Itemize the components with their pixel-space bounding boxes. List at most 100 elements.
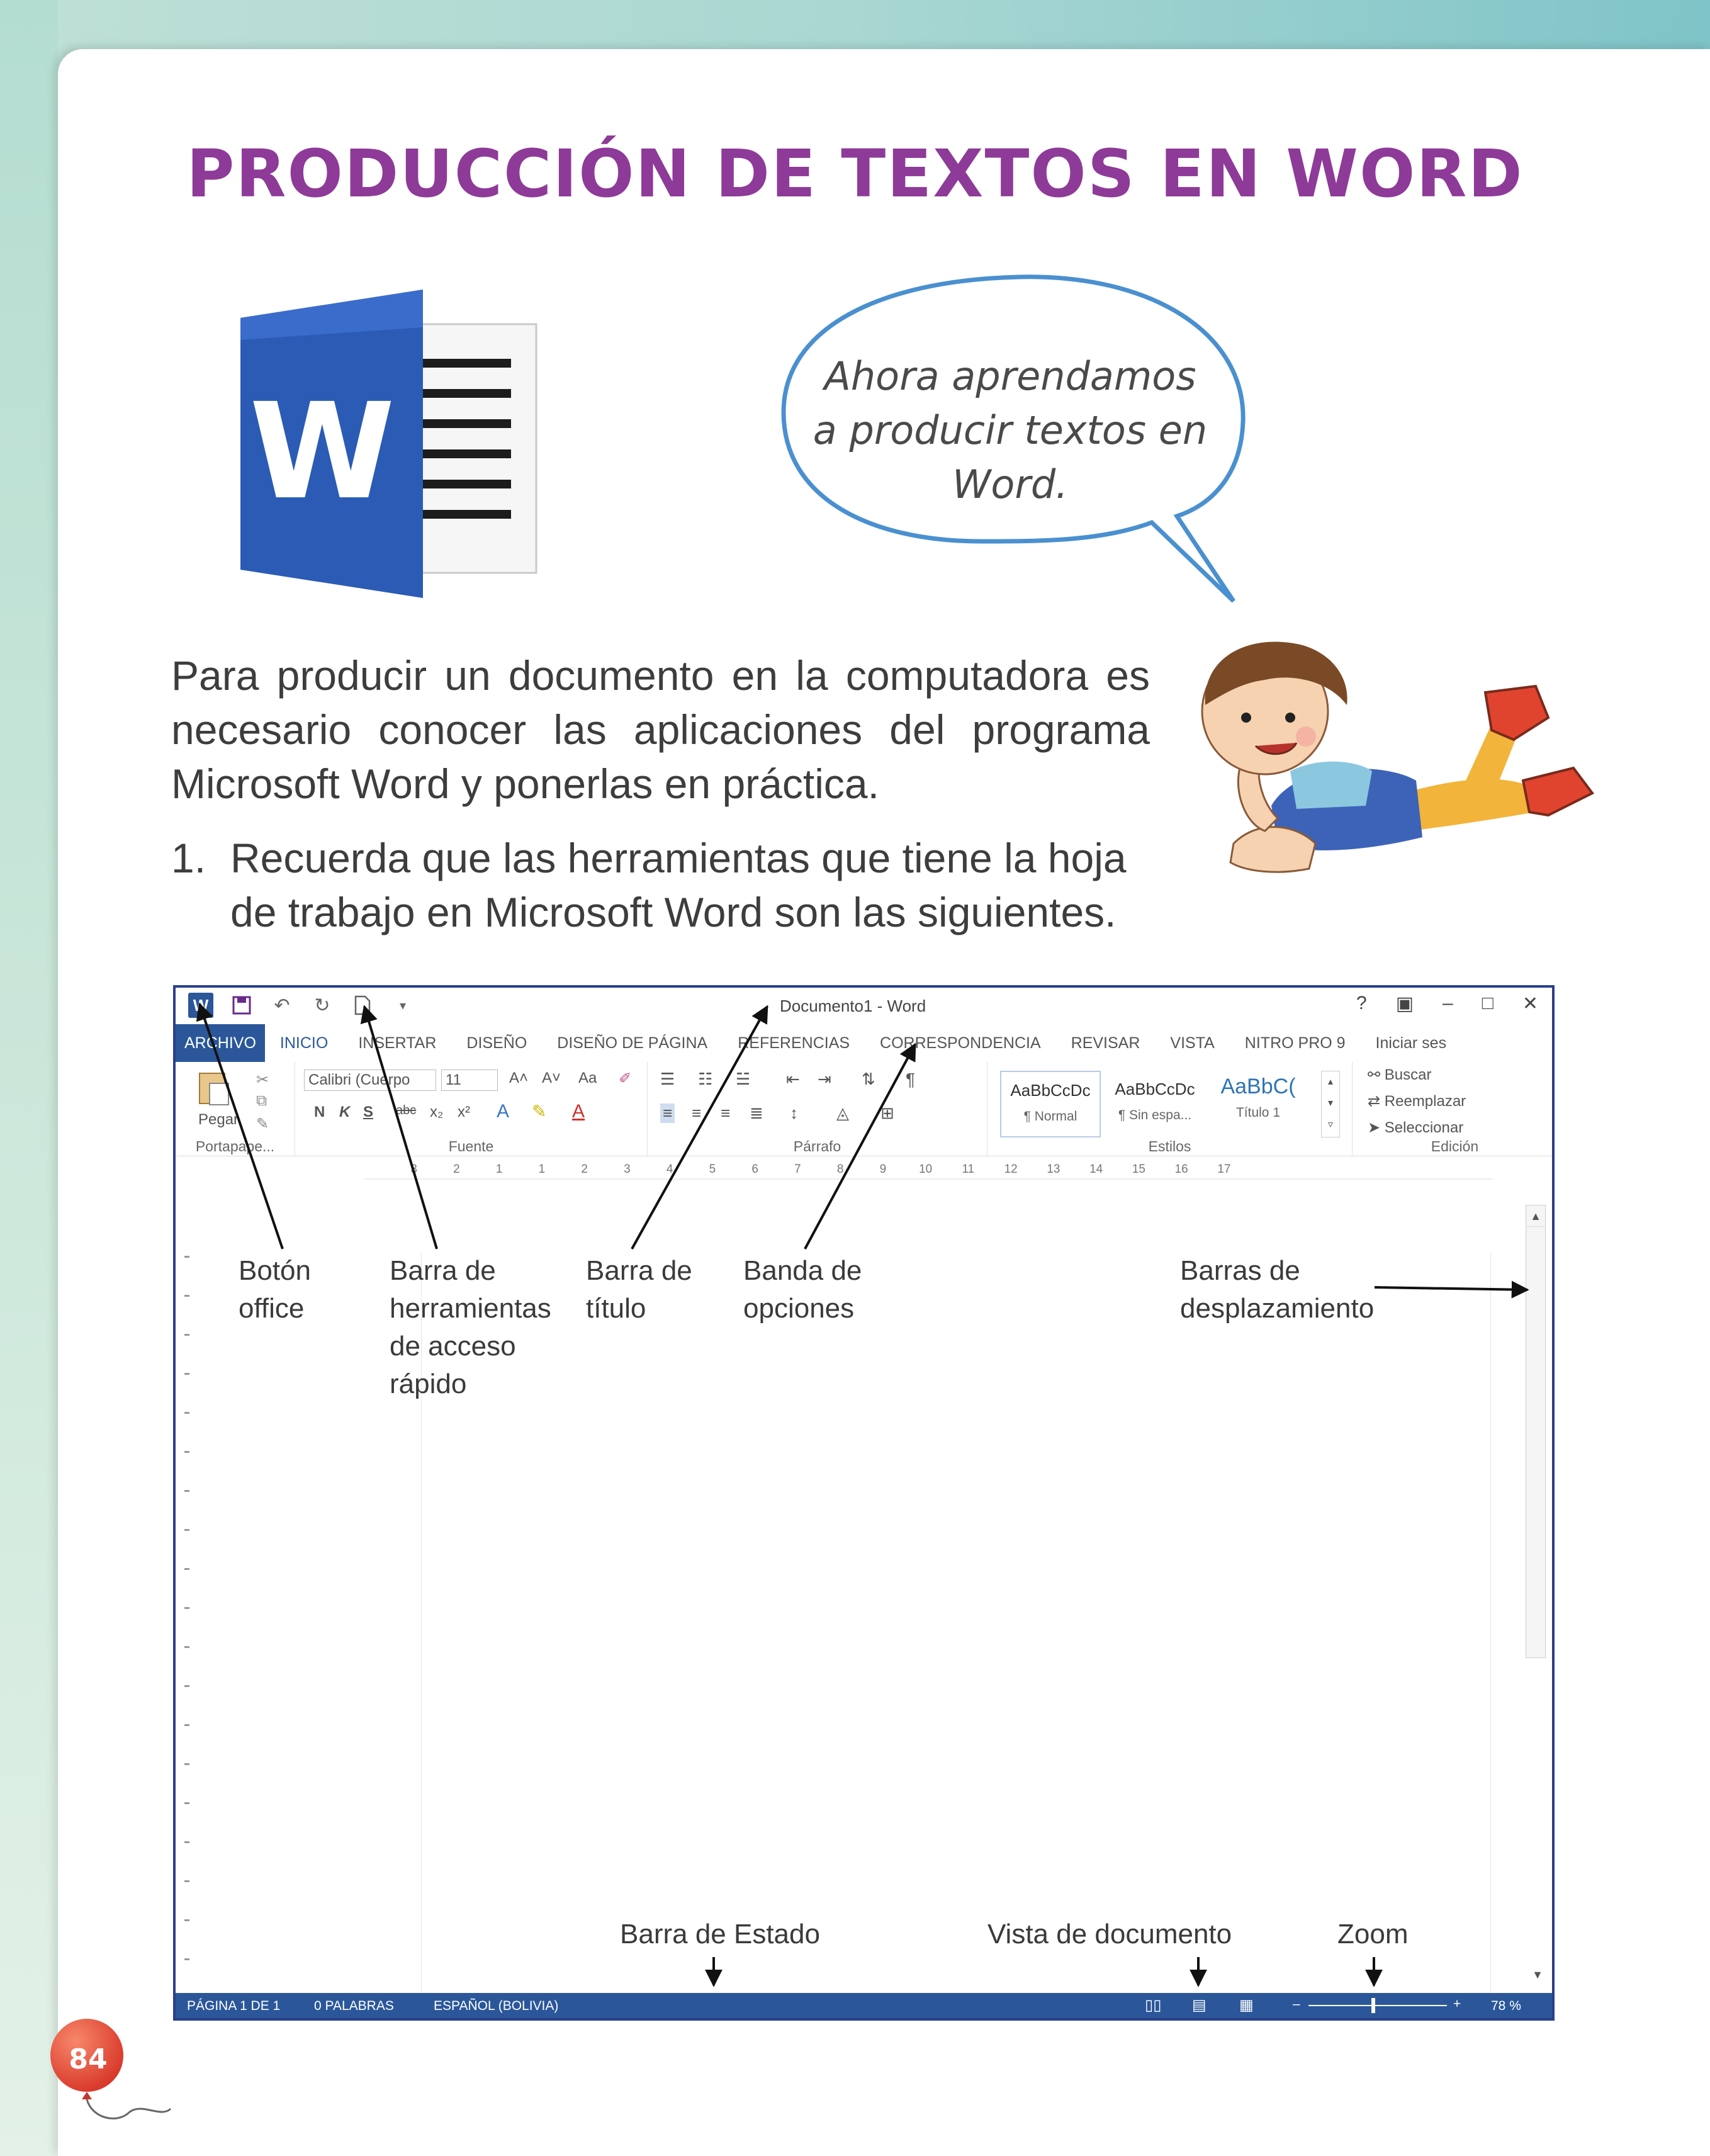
ruler-mark: 2 (453, 1163, 460, 1176)
zoom-out-button[interactable]: – (1293, 1997, 1300, 2011)
word-logo: W (240, 290, 537, 598)
numbering-icon[interactable]: ☷ (698, 1070, 713, 1088)
callout-line: Barra de (390, 1255, 496, 1286)
copy-icon[interactable]: ⧉ (256, 1092, 267, 1109)
strikethrough-button[interactable]: abc (396, 1103, 417, 1117)
vertical-scrollbar[interactable]: ▲ (1526, 1205, 1546, 1658)
change-case-button[interactable]: Aa (578, 1070, 597, 1086)
font-size-select[interactable]: 11 (441, 1070, 498, 1091)
text-effects-icon[interactable]: A (497, 1101, 510, 1122)
replace-button[interactable]: ⇄ Reemplazar (1368, 1092, 1466, 1110)
logo-letter: W (249, 375, 395, 529)
ruler-mark: 3 (624, 1163, 631, 1176)
multilevel-list-icon[interactable]: ☱ (736, 1070, 751, 1088)
maximize-button[interactable]: □ (1482, 993, 1493, 1013)
tab-archivo[interactable]: ARCHIVO (176, 1024, 265, 1062)
document-page[interactable] (421, 1252, 1491, 1995)
zoom-slider-thumb[interactable] (1371, 1998, 1375, 2013)
style-heading-1[interactable]: AaBbC( Título 1 (1208, 1071, 1308, 1137)
tab-revisar[interactable]: REVISAR (1071, 1034, 1140, 1052)
group-name-styles: Estilos (1148, 1138, 1191, 1154)
zoom-slider-track[interactable] (1308, 2005, 1447, 2006)
help-button[interactable]: ? (1356, 993, 1367, 1013)
increase-indent-icon[interactable]: ⇥ (818, 1070, 831, 1088)
style-no-spacing[interactable]: AaBbCcDc ¶ Sin espa... (1105, 1071, 1205, 1137)
status-words[interactable]: 0 PALABRAS (314, 1999, 394, 2013)
close-button[interactable]: ✕ (1522, 993, 1538, 1014)
style-preview: AaBbCcDc (1010, 1081, 1091, 1100)
status-language[interactable]: ESPAÑOL (BOLIVIA) (434, 1999, 559, 2013)
tab-diseno[interactable]: DISEÑO (466, 1034, 527, 1052)
tab-nitro[interactable]: NITRO PRO 9 (1244, 1034, 1346, 1052)
tab-vista[interactable]: VISTA (1170, 1034, 1215, 1052)
tab-insertar[interactable]: INSERTAR (358, 1034, 437, 1052)
font-color-icon[interactable]: A (572, 1101, 585, 1122)
read-mode-icon[interactable]: ▯▯ (1145, 1997, 1162, 2014)
tab-referencias[interactable]: REFERENCIAS (738, 1034, 850, 1052)
binoculars-icon: ⚯ (1368, 1066, 1385, 1083)
underline-button[interactable]: S (363, 1103, 374, 1120)
cut-icon[interactable]: ✂ (256, 1071, 269, 1088)
minimize-button[interactable]: – (1443, 993, 1453, 1013)
clear-format-icon[interactable]: ✐ (619, 1070, 632, 1087)
shrink-font-button[interactable]: A˅ (542, 1070, 561, 1086)
web-layout-icon[interactable]: ▦ (1239, 1997, 1254, 2014)
save-icon[interactable] (230, 993, 254, 1017)
find-button[interactable]: ⚯ Buscar (1368, 1066, 1431, 1084)
ruler-mark: 10 (919, 1163, 932, 1176)
callout-line: desplazamiento (1180, 1293, 1375, 1324)
align-center-icon[interactable]: ≡ (692, 1103, 702, 1122)
format-painter-icon[interactable]: ✎ (256, 1115, 269, 1132)
shading-icon[interactable]: ◬ (836, 1103, 849, 1122)
zoom-in-button[interactable]: + (1453, 1997, 1461, 2011)
group-paragraph: ☰ ☷ ☱ ⇤ ⇥ ⇅ ¶ ≡ ≡ ≡ ≣ ↕ ◬ ⊞ Párrafo (648, 1062, 987, 1156)
superscript-button[interactable]: x² (458, 1103, 470, 1120)
highlight-icon[interactable]: ✎ (532, 1102, 547, 1121)
vertical-ruler-tick (184, 1919, 189, 1921)
ruler-mark: 9 (880, 1163, 887, 1176)
align-left-icon[interactable]: ≡ (660, 1103, 675, 1123)
redo-icon[interactable]: ↻ (314, 995, 330, 1016)
subscript-button[interactable]: x₂ (430, 1103, 444, 1120)
customize-qat-icon[interactable]: ▾ (399, 998, 407, 1013)
speech-bubble-text: Ahora aprendamos a producir textos en Wo… (813, 353, 1208, 507)
font-name-select[interactable]: Calibri (Cuerpo (304, 1070, 436, 1091)
italic-button[interactable]: K (339, 1103, 351, 1120)
cursor-icon: ➤ (1368, 1119, 1385, 1136)
callout-line: Barras de (1180, 1255, 1300, 1286)
status-page[interactable]: PÁGINA 1 DE 1 (187, 1999, 281, 2013)
scroll-down-arrow[interactable]: ▼ (1532, 1968, 1543, 1981)
replace-label: Reemplazar (1384, 1093, 1466, 1110)
sign-in-link[interactable]: Iniciar ses (1375, 1034, 1447, 1052)
ribbon-display-button[interactable]: ▣ (1395, 993, 1414, 1014)
align-right-icon[interactable]: ≡ (721, 1103, 731, 1122)
line-spacing-icon[interactable]: ↕ (790, 1103, 798, 1122)
group-name-paragraph: Párrafo (793, 1138, 841, 1154)
callout-line: herramientas (390, 1293, 551, 1324)
sort-icon[interactable]: ⇅ (862, 1070, 875, 1088)
tab-inicio[interactable]: INICIO (279, 1034, 329, 1052)
status-zoom[interactable]: 78 % (1491, 1999, 1521, 2013)
select-button[interactable]: ➤ Seleccionar (1368, 1119, 1463, 1137)
styles-scroll[interactable]: ▴▾▿ (1321, 1071, 1340, 1137)
paste-button[interactable] (194, 1070, 232, 1112)
scroll-up-arrow[interactable]: ▲ (1526, 1205, 1545, 1227)
callout-document-view: Vista de documento (987, 1919, 1232, 1950)
decrease-indent-icon[interactable]: ⇤ (786, 1070, 800, 1088)
justify-icon[interactable]: ≣ (750, 1103, 763, 1122)
bullets-icon[interactable]: ☰ (660, 1070, 675, 1088)
group-editing: ⚯ Buscar ⇄ Reemplazar ➤ Seleccionar Edic… (1353, 1062, 1552, 1156)
undo-icon[interactable]: ↶ (274, 995, 290, 1016)
borders-icon[interactable]: ⊞ (880, 1103, 894, 1122)
show-marks-button[interactable]: ¶ (906, 1070, 916, 1089)
callout-zoom: Zoom (1337, 1919, 1409, 1950)
print-layout-icon[interactable]: ▤ (1192, 1997, 1207, 2014)
vertical-ruler[interactable] (176, 1180, 200, 1992)
ruler-mark: 1 (539, 1163, 546, 1176)
bold-button[interactable]: N (314, 1103, 325, 1120)
callout-office-button: Botón office (239, 1252, 311, 1328)
grow-font-button[interactable]: A˄ (509, 1070, 529, 1086)
style-normal[interactable]: AaBbCcDc ¶ Normal (1000, 1071, 1101, 1137)
tab-diseno-pagina[interactable]: DISEÑO DE PÁGINA (557, 1034, 708, 1052)
